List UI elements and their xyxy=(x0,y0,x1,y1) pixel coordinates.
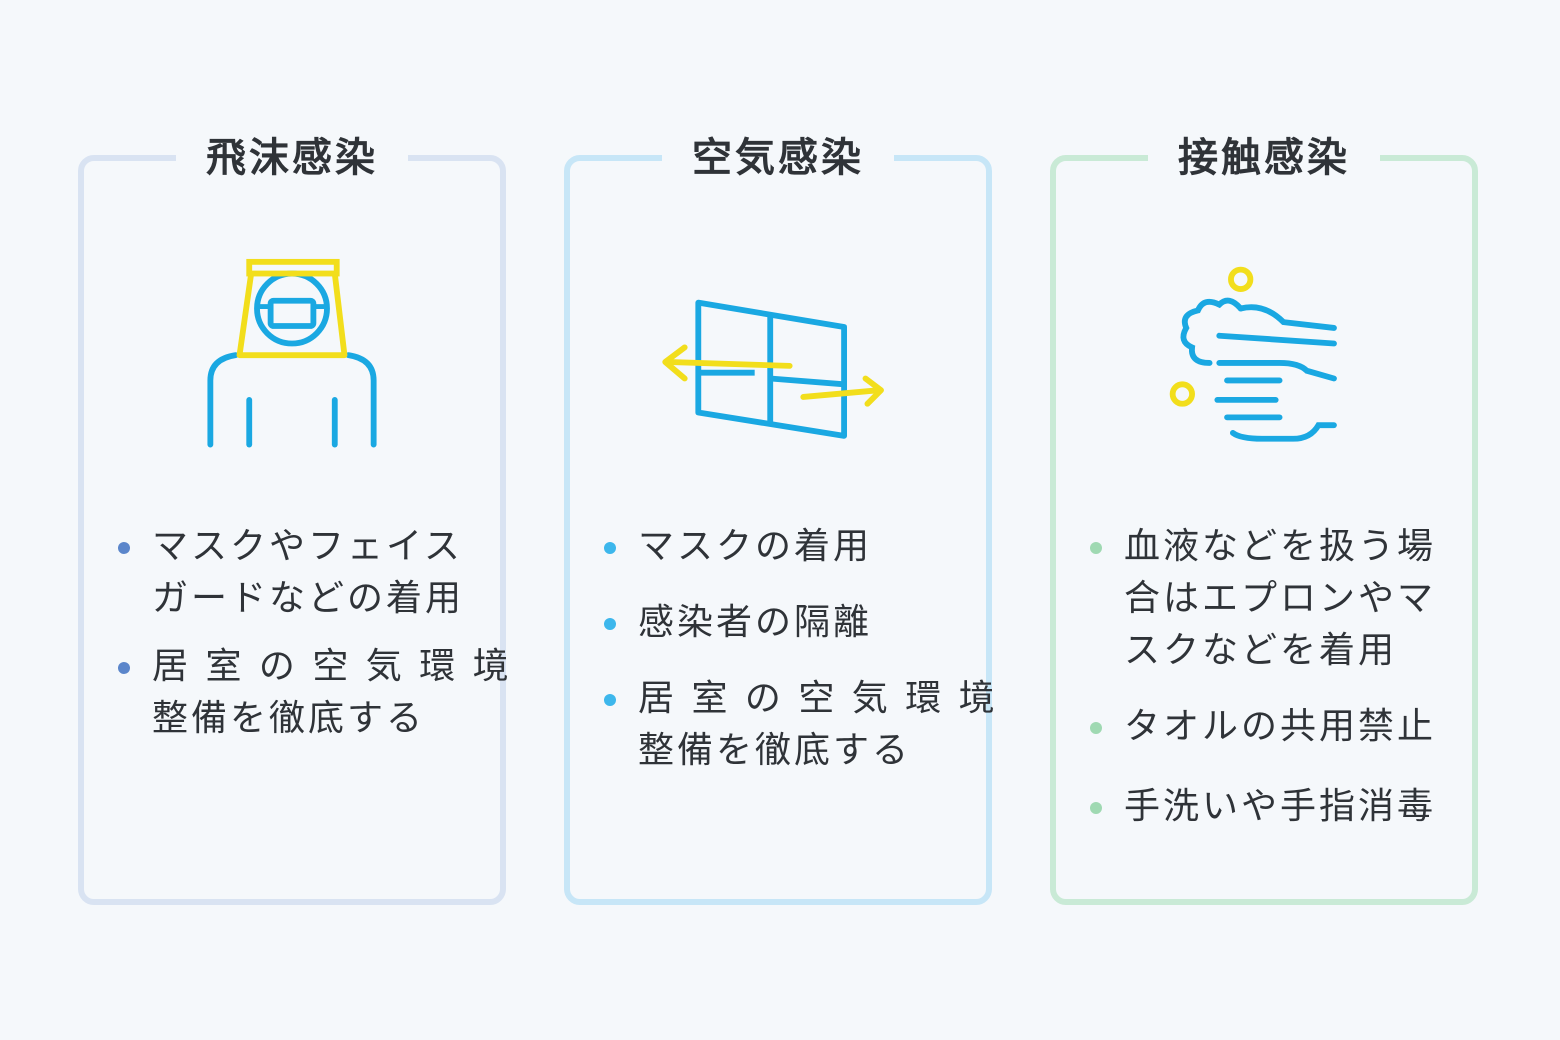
bullet-line: 手洗いや手指消毒 xyxy=(1124,786,1437,827)
bullet-dot xyxy=(604,542,616,554)
bullet-line: マスクやフェイス xyxy=(152,526,463,567)
bullet-item: 血液などを扱う場 合はエプロンやマ スクなどを着用 xyxy=(1090,521,1452,677)
card-title: 接触感染 xyxy=(1148,129,1380,187)
bullet-line: 居 室 の 空 気 環 境 xyxy=(638,678,998,719)
bullet-item: 感染者の隔離 xyxy=(604,597,966,649)
face-shield-mask-person-icon xyxy=(207,258,377,448)
droplet-infection-card: 飛沫感染 マスクやフェイス ガードなどの着用 居 室 の 空 気 環 境 整備を… xyxy=(78,129,512,905)
card-title: 飛沫感染 xyxy=(176,129,408,187)
bullet-item: 居 室 の 空 気 環 境 整備を徹底する xyxy=(604,673,998,777)
bullet-line: マスクの着用 xyxy=(638,526,873,567)
bullet-line: ガードなどの着用 xyxy=(152,578,465,619)
bullet-list: 血液などを扱う場 合はエプロンやマ スクなどを着用 タオルの共用禁止 手洗いや手… xyxy=(1090,521,1452,833)
card-title: 空気感染 xyxy=(662,129,894,187)
handwashing-soap-icon xyxy=(1169,266,1337,442)
bullet-item: 居 室 の 空 気 環 境 整備を徹底する xyxy=(118,641,512,745)
airborne-infection-card: 空気感染 マスクの着用 感染者の隔離 居 室 の 空 気 環 境 整備を徹底する xyxy=(564,129,998,905)
contact-infection-card: 接触感染 血液などを扱う場 合はエプロンやマ スクなどを着用 タオルの共用禁止 xyxy=(1050,129,1478,905)
bullet-line: 居 室 の 空 気 環 境 xyxy=(152,646,512,687)
bullet-item: マスクやフェイス ガードなどの着用 xyxy=(118,521,480,625)
bullet-item: 手洗いや手指消毒 xyxy=(1090,781,1452,833)
bullet-dot xyxy=(604,694,616,706)
bullet-line: 合はエプロンやマ xyxy=(1124,578,1437,619)
bullet-item: タオルの共用禁止 xyxy=(1090,701,1452,753)
bullet-dot xyxy=(604,618,616,630)
bullet-dot xyxy=(1090,722,1102,734)
bullet-line: 整備を徹底する xyxy=(638,730,912,771)
bullet-line: 整備を徹底する xyxy=(152,698,426,739)
bullet-line: 血液などを扱う場 xyxy=(1124,526,1437,567)
bullet-dot xyxy=(1090,542,1102,554)
bullet-line: スクなどを着用 xyxy=(1124,630,1398,671)
bullet-line: タオルの共用禁止 xyxy=(1124,706,1437,747)
bullet-line: 感染者の隔離 xyxy=(638,602,873,643)
open-window-ventilation-icon xyxy=(662,299,884,439)
bullet-dot xyxy=(118,662,130,674)
bullet-list: マスクやフェイス ガードなどの着用 居 室 の 空 気 環 境 整備を徹底する xyxy=(118,521,512,745)
bullet-dot xyxy=(1090,802,1102,814)
bullet-item: マスクの着用 xyxy=(604,521,966,573)
bullet-list: マスクの着用 感染者の隔離 居 室 の 空 気 環 境 整備を徹底する xyxy=(604,521,998,777)
bullet-dot xyxy=(118,542,130,554)
